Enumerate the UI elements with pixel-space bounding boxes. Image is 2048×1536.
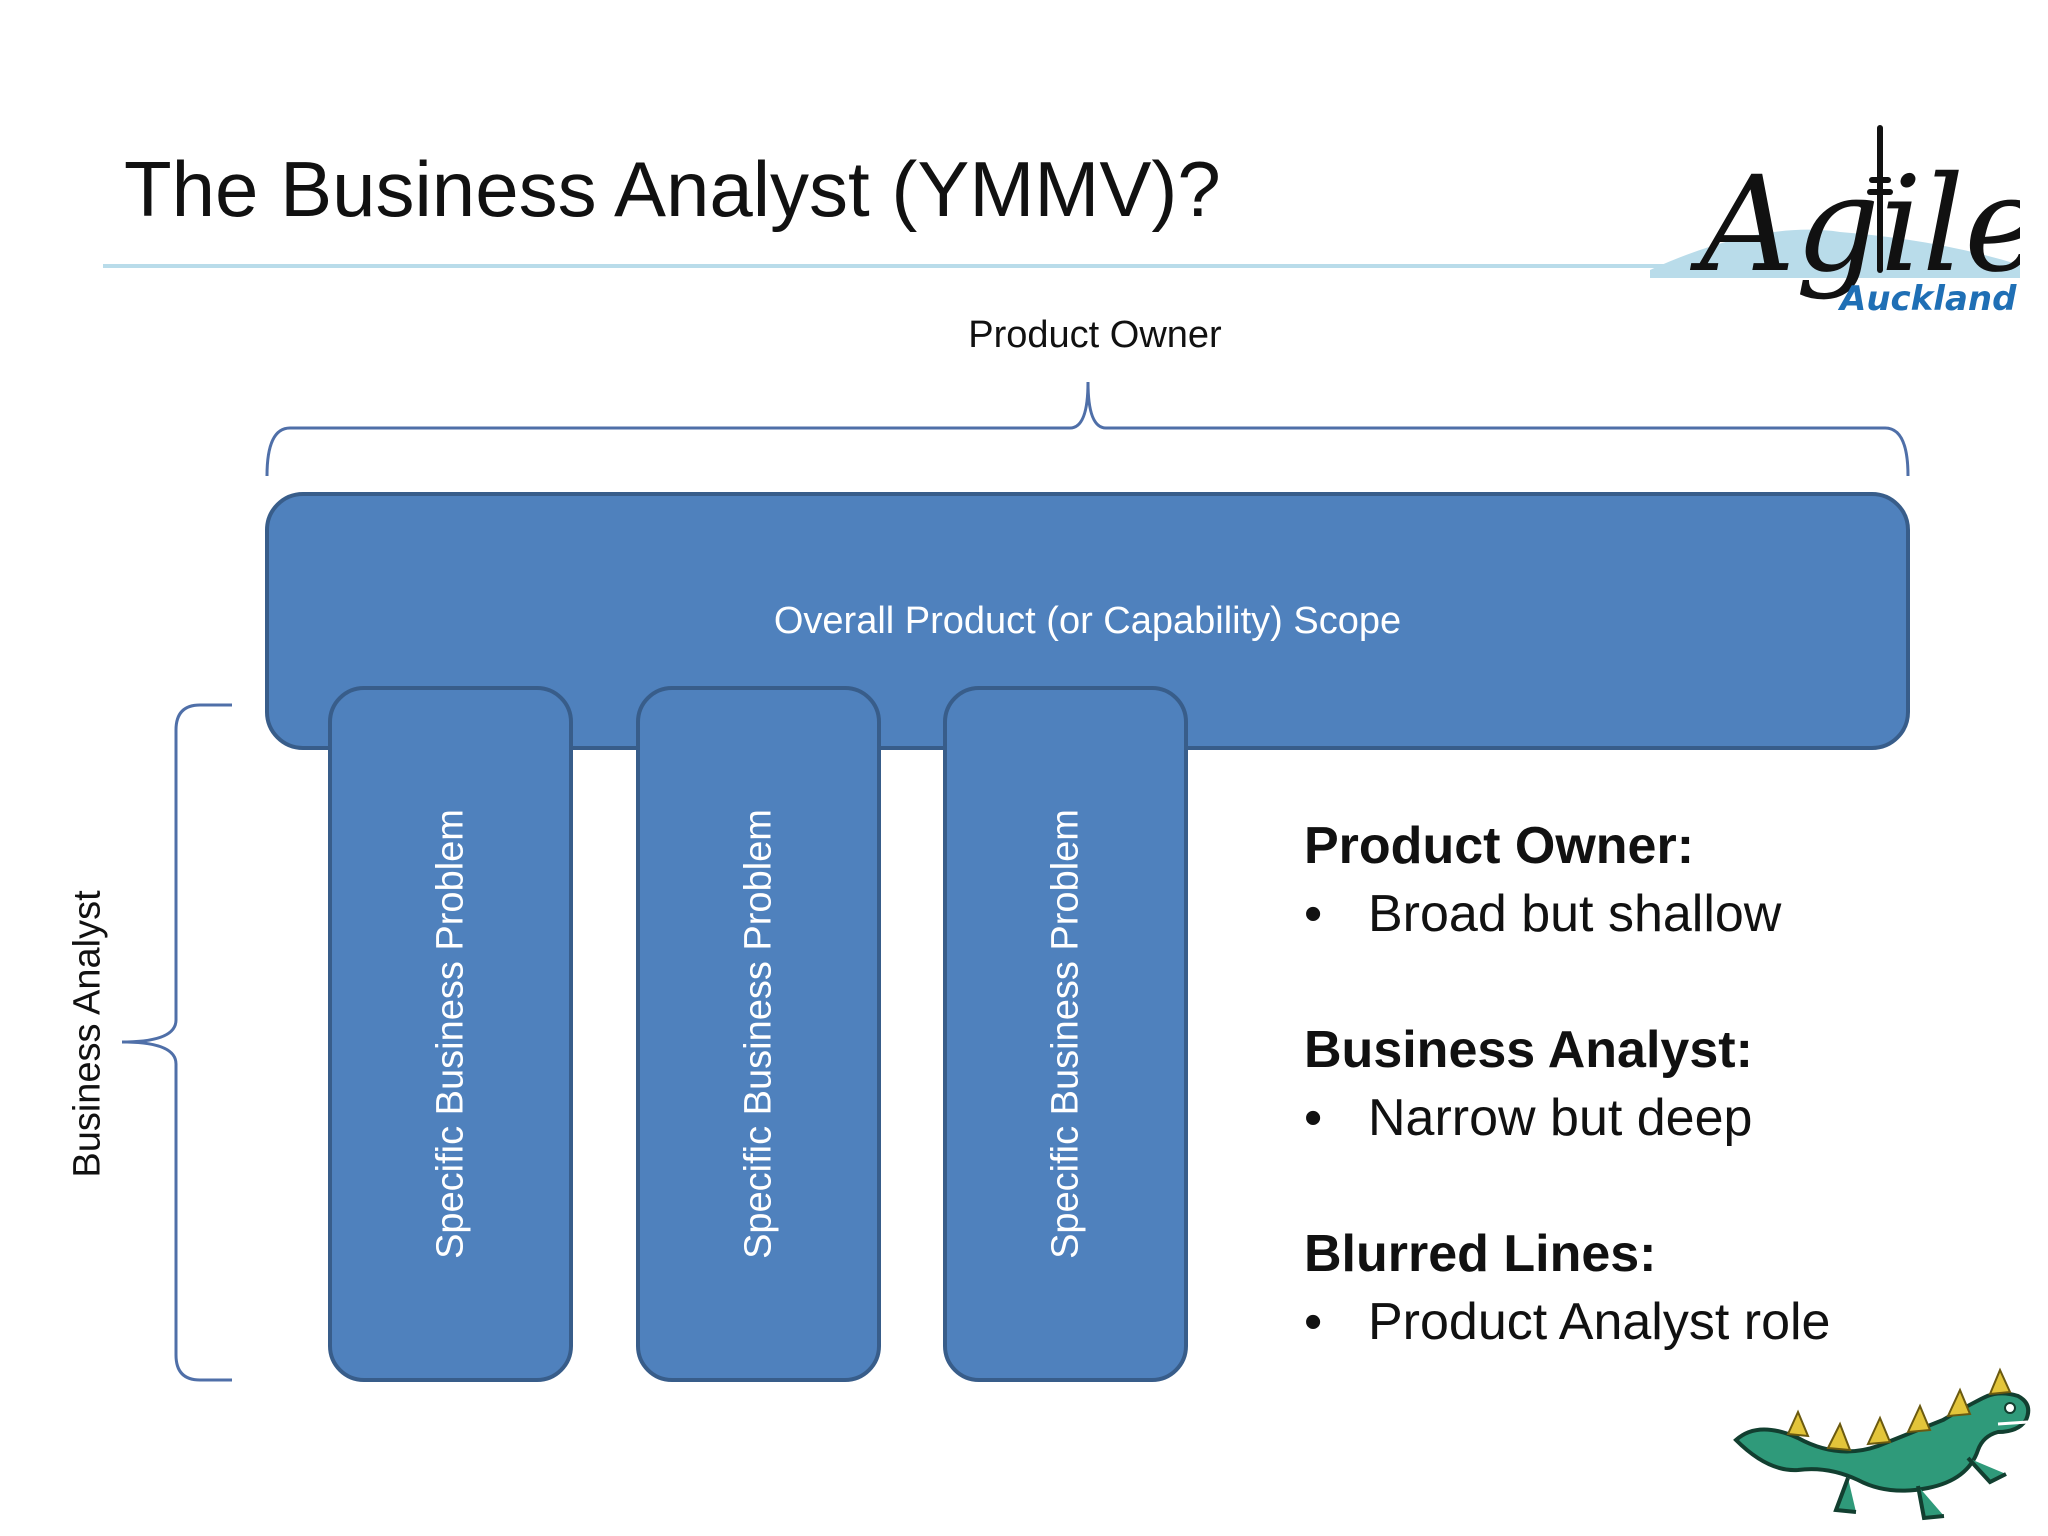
note-bullet-text: Product Analyst role — [1368, 1293, 1831, 1351]
bullet-icon: • — [1304, 1089, 1323, 1147]
logo-main-text: Agile — [1689, 148, 2020, 302]
note-bullet-blurred-lines: • Product Analyst role — [1304, 1288, 1924, 1356]
title-underline — [103, 264, 1743, 268]
agile-auckland-logo: Agile Auckland — [1650, 125, 2020, 319]
product-owner-label: Product Owner — [968, 314, 1222, 356]
bullet-icon: • — [1304, 1293, 1323, 1351]
business-problem-pillar: Specific Business Problem — [943, 686, 1188, 1382]
business-analyst-brace — [121, 703, 232, 1382]
note-bullet-text: Broad but shallow — [1368, 885, 1782, 943]
pillar-label: Specific Business Problem — [1044, 809, 1086, 1259]
role-notes: Product Owner: • Broad but shallow Busin… — [1304, 812, 1924, 1356]
business-problem-pillar: Specific Business Problem — [328, 686, 573, 1382]
note-heading-product-owner: Product Owner: — [1304, 817, 1695, 875]
sky-tower-icon — [1867, 125, 1893, 273]
bullet-icon: • — [1304, 885, 1323, 943]
logo-sub-text: Auckland — [1837, 279, 2017, 319]
note-heading-business-analyst: Business Analyst: — [1304, 1021, 1753, 1079]
note-bullet-product-owner: • Broad but shallow — [1304, 880, 1924, 948]
pillar-label: Specific Business Problem — [737, 809, 779, 1259]
slide-title: The Business Analyst (YMMV)? — [124, 145, 1221, 233]
pillar-label: Specific Business Problem — [429, 809, 471, 1259]
overall-scope-label: Overall Product (or Capability) Scope — [773, 600, 1402, 642]
business-problem-pillar: Specific Business Problem — [636, 686, 881, 1382]
note-bullet-text: Narrow but deep — [1368, 1089, 1753, 1147]
product-owner-brace — [265, 381, 1910, 477]
note-heading-blurred-lines: Blurred Lines: — [1304, 1225, 1657, 1283]
dragon-icon — [1733, 1367, 2031, 1521]
logo-cloud — [1650, 229, 2020, 278]
note-bullet-business-analyst: • Narrow but deep — [1304, 1084, 1924, 1152]
business-analyst-label: Business Analyst — [66, 890, 109, 1178]
